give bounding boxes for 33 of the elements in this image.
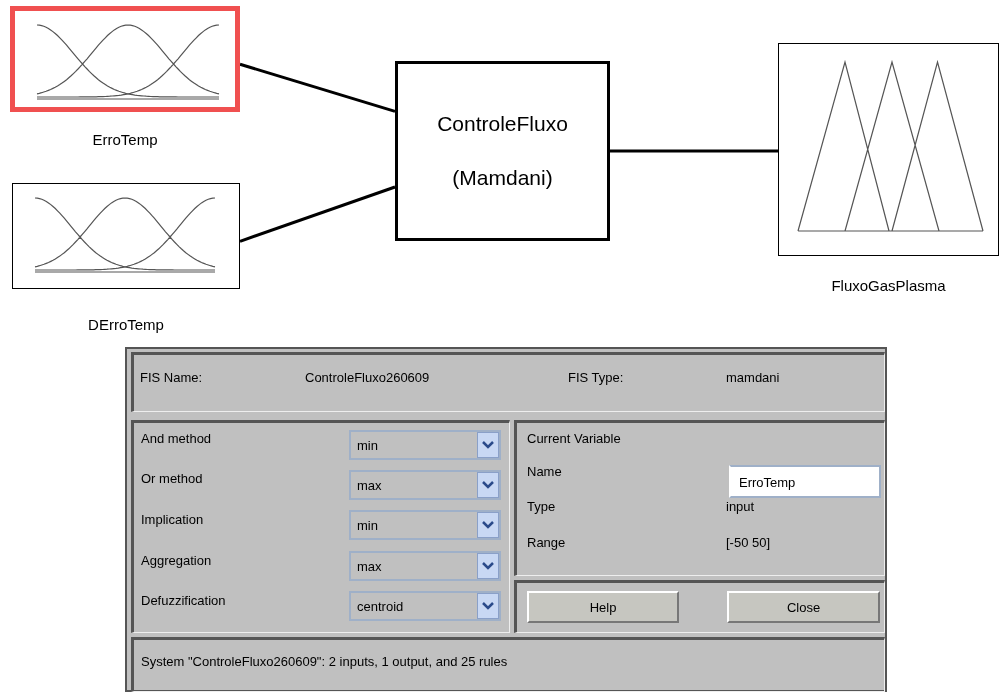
field-label: And method — [141, 431, 212, 446]
field-value: ControleFluxo260609 — [305, 370, 430, 385]
system-box — [395, 61, 610, 241]
connector-line — [239, 185, 396, 243]
variable-label: ErroTemp — [92, 131, 158, 148]
section-title: Current Variable — [527, 431, 621, 446]
field-value: [-50 50] — [726, 535, 771, 550]
field-label: Defuzzification — [141, 593, 226, 608]
field-label: Type — [527, 499, 556, 514]
field-label: Aggregation — [141, 553, 212, 568]
status-message: System "ControleFluxo260609": 2 inputs, 1 output, and 25 rules — [141, 654, 508, 669]
close-button: Close — [727, 591, 880, 623]
field-value: input — [726, 499, 755, 514]
field-label: FIS Name: — [140, 370, 203, 385]
dropdown: centroid — [349, 591, 501, 621]
field-label: Range — [527, 535, 566, 550]
dropdown: min — [349, 510, 501, 540]
field-label: Or method — [141, 471, 203, 486]
system-label: (Mamdani) — [452, 166, 553, 190]
variable-label: FluxoGasPlasma — [831, 277, 946, 294]
dropdown: max — [349, 551, 501, 581]
field-label: FIS Type: — [568, 370, 624, 385]
connector-line — [610, 149, 778, 153]
help-button: Help — [527, 591, 679, 623]
dropdown: max — [349, 470, 501, 500]
dropdown: min — [349, 430, 501, 460]
field-label: Name — [527, 464, 562, 479]
field-label: Implication — [141, 512, 204, 527]
variable-label: DErroTemp — [88, 316, 164, 333]
system-label: ControleFluxo — [437, 112, 568, 136]
field-value: mamdani — [726, 370, 780, 385]
input-field: ErroTemp — [729, 465, 881, 498]
connector-line — [239, 62, 396, 113]
